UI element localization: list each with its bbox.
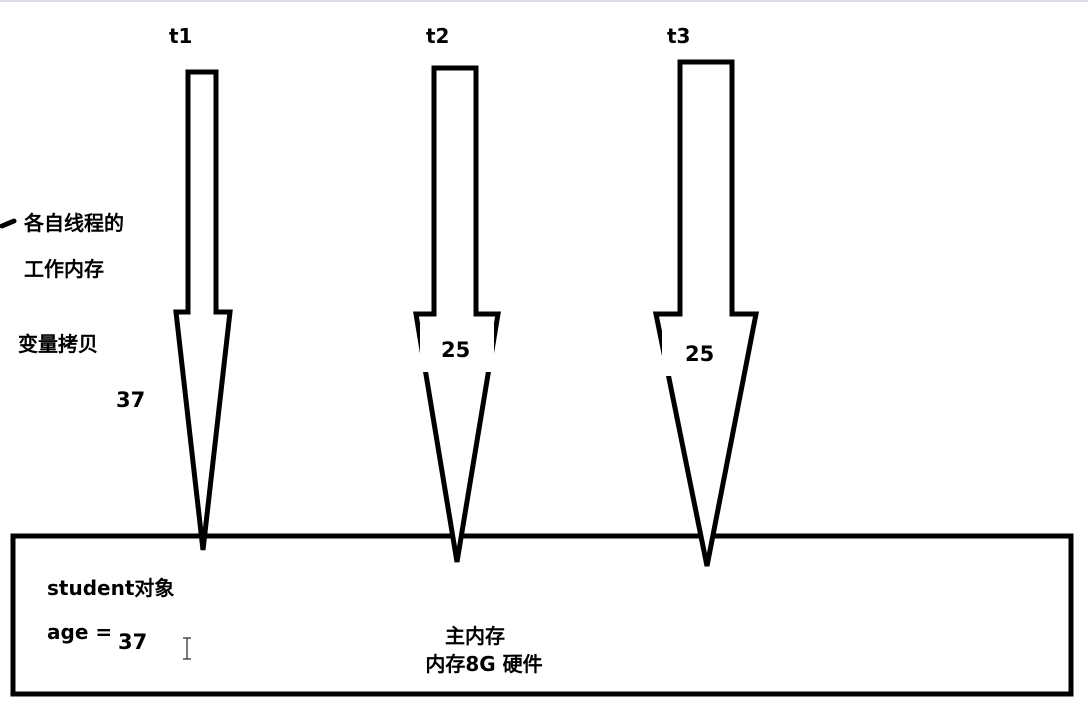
text-cursor-icon <box>183 637 191 660</box>
main-memory-title: 主内存 <box>445 624 505 648</box>
thread-label-t2: t2 <box>426 24 450 48</box>
top-border <box>0 0 1088 2</box>
copy-value-t3: 25 <box>685 342 715 366</box>
arrow-t3-value-patch <box>662 324 738 376</box>
arrow-t2 <box>413 65 501 563</box>
variable-copy-label: 变量拷贝 <box>18 332 98 356</box>
student-object-label: student对象 <box>47 576 175 600</box>
copy-value-t2: 25 <box>441 338 471 362</box>
main-memory-box <box>10 533 1074 697</box>
working-memory-label-line2: 工作内存 <box>24 257 104 281</box>
pointer-stroke <box>0 218 17 229</box>
arrow-t1 <box>173 69 233 551</box>
arrow-t2-value-patch <box>420 324 494 372</box>
main-memory-subtitle: 内存8G 硬件 <box>425 652 543 676</box>
arrow-t3 <box>652 59 760 567</box>
working-memory-label-line1: 各自线程的 <box>24 211 124 235</box>
age-field-value: 37 <box>118 630 148 654</box>
age-field-label: age = <box>47 620 113 644</box>
thread-label-t1: t1 <box>169 24 193 48</box>
thread-label-t3: t3 <box>667 24 691 48</box>
copy-value-t1: 37 <box>116 388 146 412</box>
